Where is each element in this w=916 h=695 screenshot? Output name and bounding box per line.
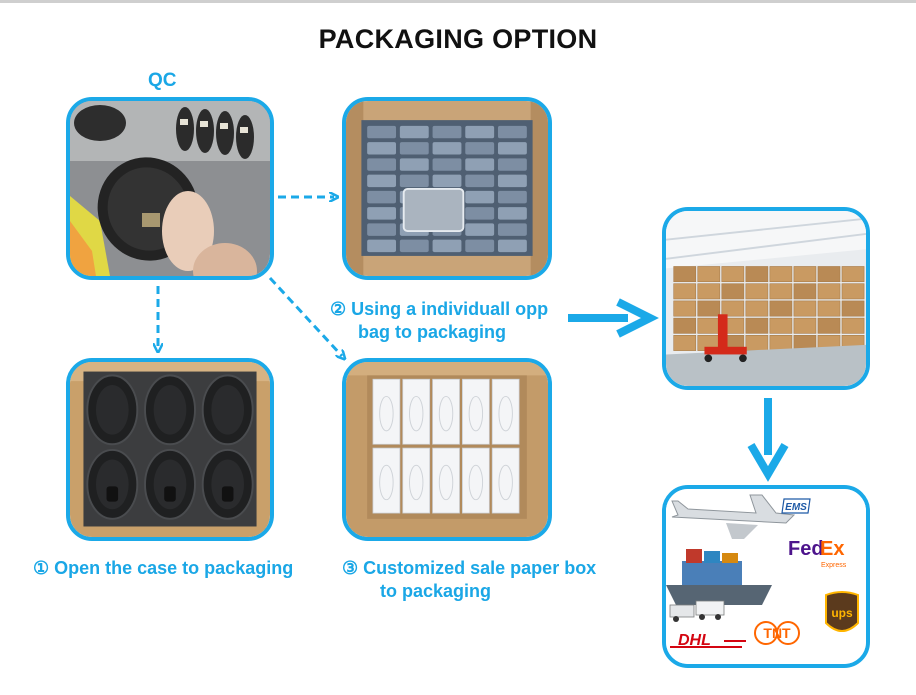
caption-opp-bag-line1: ② Using a individuall opp bbox=[330, 299, 549, 319]
caption-paper-box-line2: to packaging bbox=[380, 581, 492, 601]
svg-text:DHL: DHL bbox=[678, 632, 711, 649]
airplane-icon bbox=[671, 494, 796, 539]
svg-text:TNT: TNT bbox=[763, 625, 791, 641]
open-case-photo bbox=[66, 358, 274, 541]
opp-bag-photo bbox=[342, 97, 552, 280]
ems-logo: EMS bbox=[781, 498, 811, 514]
svg-text:Ex: Ex bbox=[820, 538, 844, 560]
fedex-logo: Fed Ex Express bbox=[788, 538, 847, 569]
qc-photo bbox=[66, 97, 274, 280]
caption-open-case: ① Open the case to packaging bbox=[33, 558, 294, 578]
svg-text:Express: Express bbox=[821, 562, 847, 569]
svg-text:Fed: Fed bbox=[788, 538, 824, 560]
trucks-icon bbox=[669, 600, 725, 622]
caption-opp-bag-line2: bag to packaging bbox=[358, 322, 507, 342]
page-title: PACKAGING OPTION bbox=[318, 24, 598, 54]
arrow-to-shipping bbox=[747, 398, 789, 482]
warehouse-photo bbox=[662, 207, 870, 390]
qc-label: QC bbox=[148, 70, 177, 91]
svg-text:ups: ups bbox=[831, 606, 853, 620]
shipping-carriers-panel: EMS Fed Ex Express ups DHL TNT bbox=[662, 485, 870, 668]
paper-box-photo bbox=[342, 358, 552, 541]
cargo-ship-icon bbox=[666, 549, 772, 605]
tnt-logo: TNT bbox=[754, 621, 800, 645]
dhl-logo: DHL bbox=[670, 632, 746, 649]
arrow-to-warehouse bbox=[568, 298, 659, 338]
top-divider bbox=[0, 0, 916, 3]
caption-paper-box-line1: ③ Customized sale paper box bbox=[342, 558, 597, 578]
ups-logo: ups bbox=[825, 591, 859, 632]
svg-text:EMS: EMS bbox=[785, 502, 807, 513]
